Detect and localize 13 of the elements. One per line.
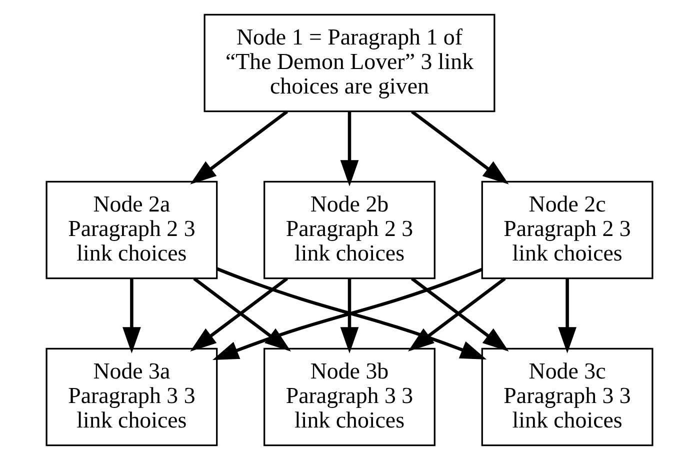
arrow (340, 278, 359, 354)
node-box: Node 3a Paragraph 3 3 link choices (46, 348, 218, 446)
arrow (190, 110, 288, 184)
arrow (340, 112, 359, 186)
node-box: Node 1 = Paragraph 1 of “The Demon Lover” 3 link choices are given (204, 14, 496, 112)
arrow (410, 110, 509, 184)
node-box: Node 3b Paragraph 3 3 link choices (264, 348, 436, 446)
arrow (558, 278, 576, 354)
arrow (122, 278, 141, 354)
node-box: Node 2a Paragraph 2 3 link choices (46, 180, 218, 280)
node-box: Node 2c Paragraph 2 3 link choices (481, 180, 654, 280)
node-box: Node 2b Paragraph 2 3 link choices (264, 180, 436, 280)
node-box: Node 3c Paragraph 3 3 link choices (481, 348, 654, 446)
